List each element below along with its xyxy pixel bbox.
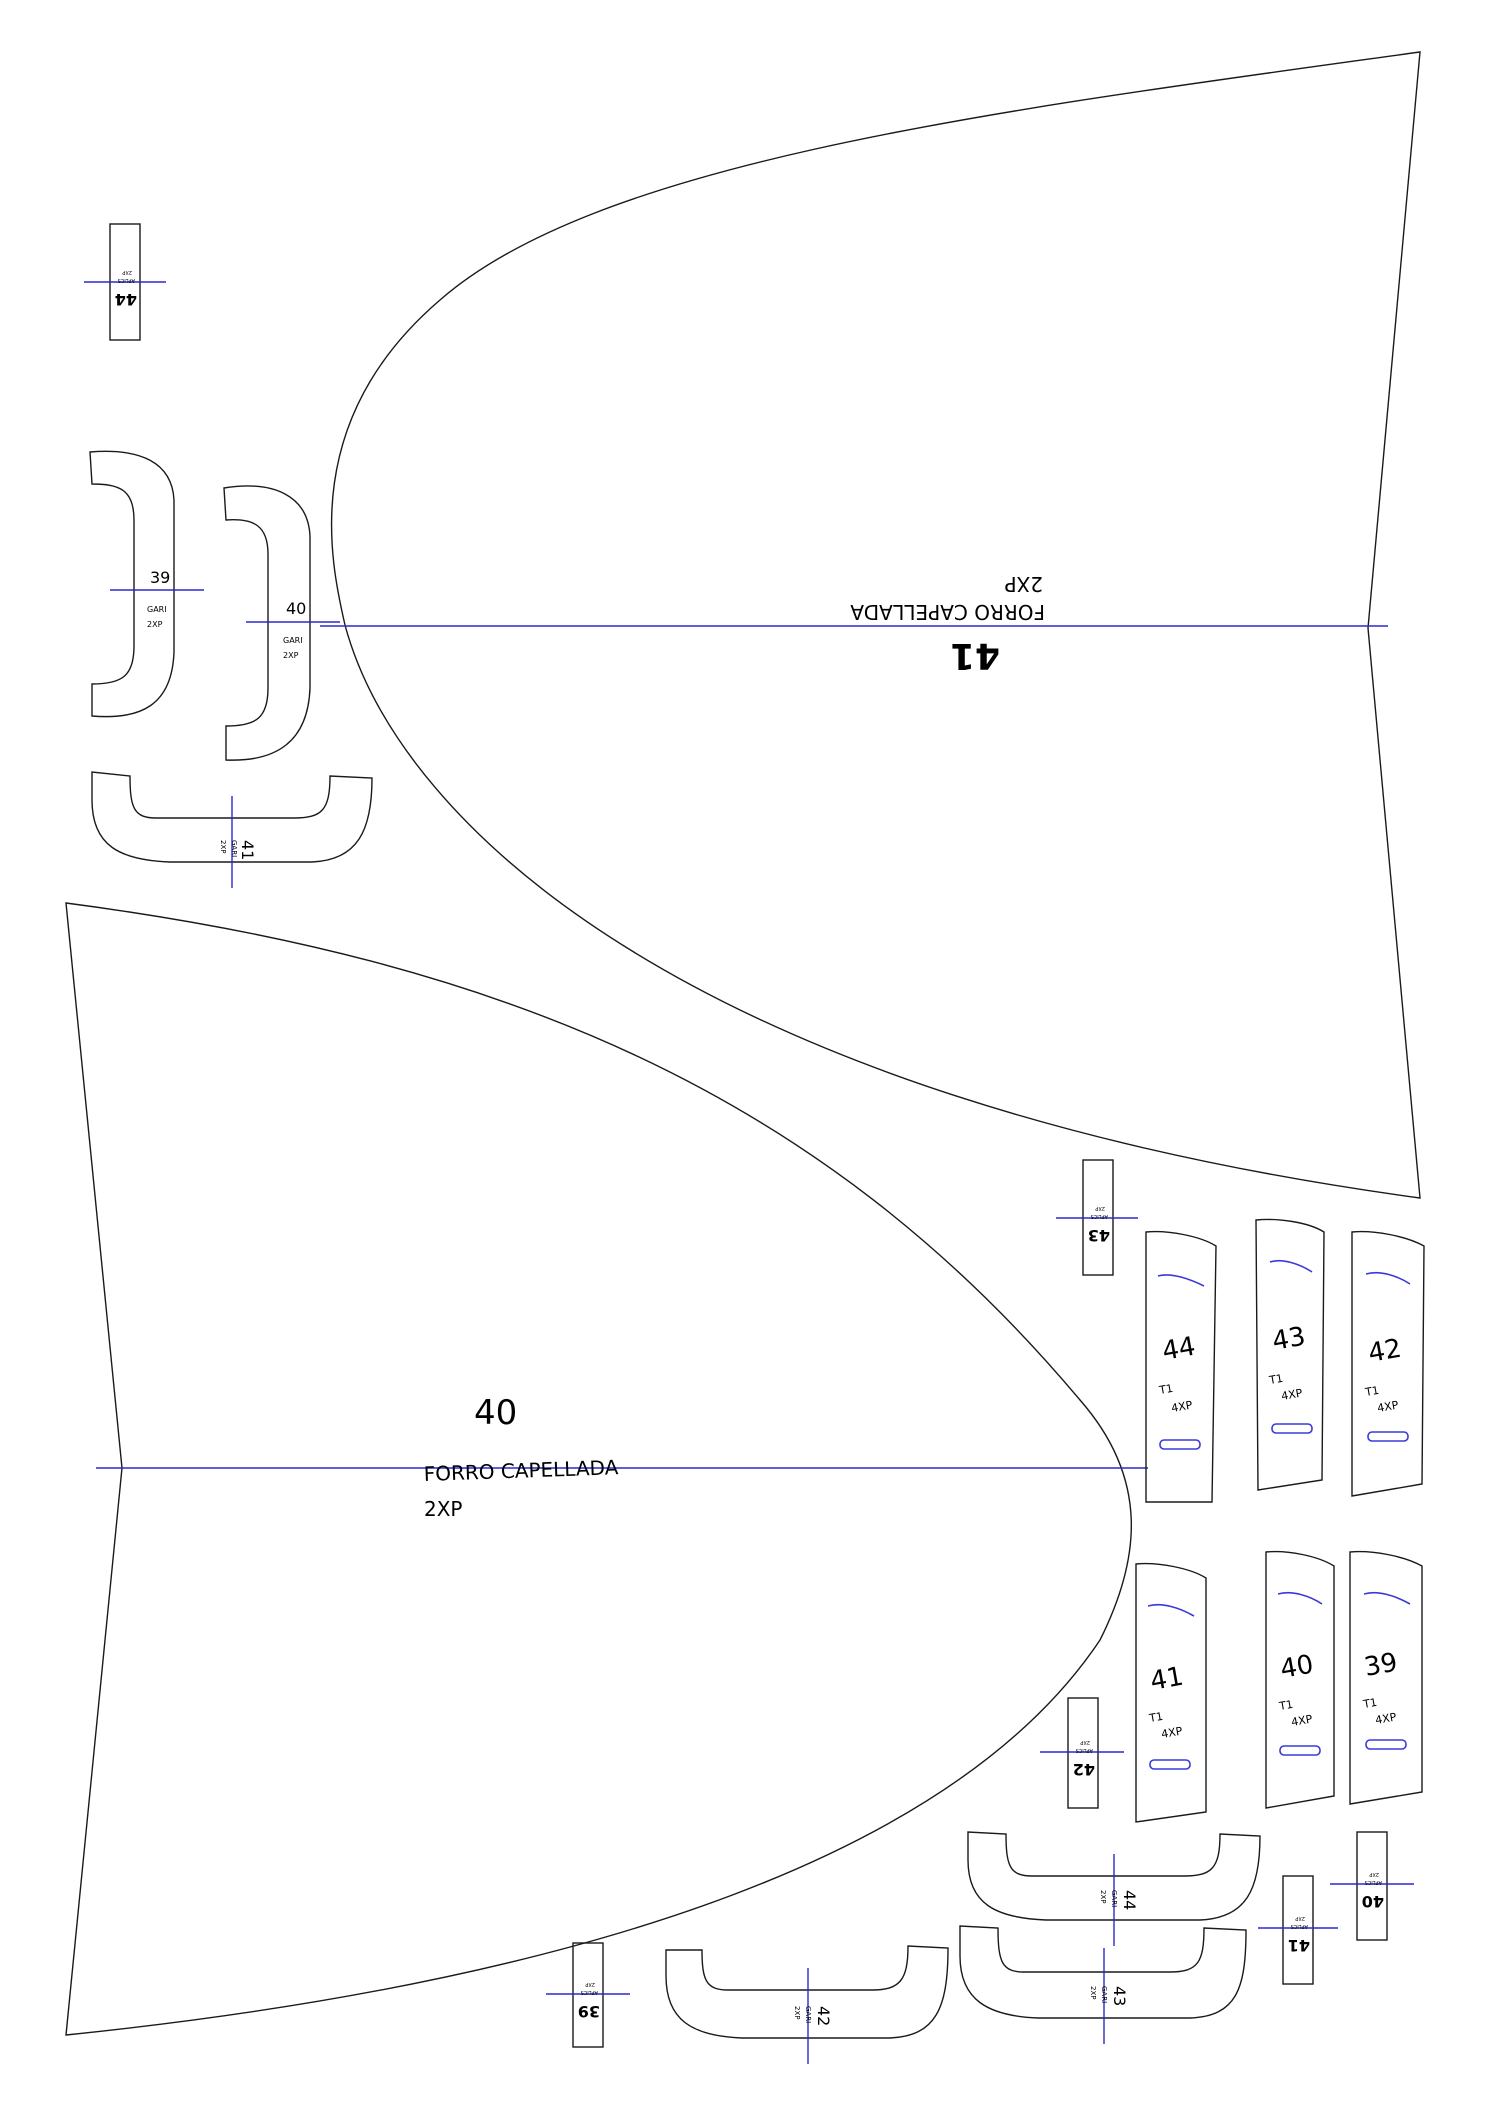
- piece-size-label: 44: [1160, 1332, 1198, 1367]
- piece-size-label: 40: [286, 599, 306, 618]
- piece-name-label: GARI: [1100, 1986, 1108, 2003]
- piece-size-label: 43: [1110, 1986, 1129, 2006]
- gari-piece-39: 39 GARI 2XP: [89, 450, 204, 718]
- piece-qty-label: 2XP: [1080, 1739, 1090, 1745]
- aplics-piece-41: 41 APLICS 2XP: [1258, 1875, 1338, 1985]
- piece-qty-label: 2XP: [585, 1981, 595, 1987]
- piece-size-label: 41: [1288, 1936, 1310, 1955]
- piece-qty-label: 4XP: [1374, 1710, 1397, 1727]
- piece-name-label: APLICS: [118, 277, 135, 283]
- gari-piece-40: 40 GARI 2XP: [223, 485, 340, 761]
- piece-qty-label: 2XP: [147, 620, 163, 629]
- piece-size-label: 44: [115, 290, 137, 309]
- gari-piece-43: 43 GARI 2XP: [959, 1925, 1247, 2044]
- piece-qty-label: 2XP: [424, 1497, 463, 1521]
- piece-name-label: FORRO CAPELLADA: [423, 1455, 619, 1486]
- piece-name-label: APLICS: [1076, 1747, 1093, 1753]
- piece-name-label: T1: [1363, 1384, 1380, 1399]
- piece-size-label: 39: [1362, 1648, 1400, 1683]
- piece-size-label: 40: [474, 1393, 517, 1433]
- piece-name-label: T1: [1267, 1372, 1284, 1387]
- piece-size-label: 42: [814, 2006, 833, 2026]
- piece-name-label: APLICS: [1365, 1879, 1382, 1885]
- piece-name-label: GARI: [283, 636, 303, 645]
- piece-qty-label: 4XP: [1160, 1724, 1183, 1741]
- piece-qty-label: 4XP: [1290, 1712, 1313, 1729]
- t1-piece-43: 43 T1 4XP: [1255, 1218, 1325, 1491]
- piece-qty-label: 2XP: [1005, 572, 1044, 596]
- piece-size-label: 41: [1148, 1662, 1186, 1697]
- piece-name-label: APLICS: [1291, 1923, 1308, 1929]
- piece-size-label: 42: [1073, 1760, 1095, 1779]
- piece-name-label: T1: [1277, 1698, 1294, 1713]
- piece-qty-label: 2XP: [1099, 1890, 1107, 1903]
- piece-qty-label: 4XP: [1280, 1386, 1303, 1403]
- piece-qty-label: 4XP: [1376, 1398, 1399, 1415]
- t1-piece-40: 40 T1 4XP: [1265, 1550, 1335, 1809]
- piece-size-label: 43: [1088, 1226, 1110, 1245]
- gari-piece-42: 42 GARI 2XP: [665, 1945, 949, 2064]
- aplics-piece-44: 44 APLICS 2XP: [84, 223, 166, 341]
- piece-name-label: T1: [1147, 1710, 1164, 1725]
- piece-qty-label: 2XP: [1089, 1986, 1097, 1999]
- piece-size-label: 39: [150, 568, 170, 587]
- t1-piece-41: 41 T1 4XP: [1135, 1562, 1207, 1823]
- t1-piece-42: 42 T1 4XP: [1351, 1230, 1425, 1497]
- forro-capellada-piece-41: 41 FORRO CAPELLADA 2XP: [320, 51, 1421, 1199]
- gari-piece-44: 44 GARI 2XP: [967, 1831, 1261, 1946]
- piece-size-label: 40: [1362, 1892, 1384, 1911]
- aplics-piece-39: 39 APLICS 2XP: [546, 1942, 630, 2048]
- piece-name-label: GARI: [804, 2006, 812, 2023]
- piece-size-label: 41: [950, 635, 1000, 676]
- aplics-piece-42: 42 APLICS 2XP: [1040, 1697, 1124, 1809]
- piece-name-label: APLICS: [581, 1989, 598, 1995]
- forro-capellada-piece-40: 40 FORRO CAPELLADA 2XP: [65, 902, 1148, 2036]
- piece-name-label: T1: [1361, 1696, 1378, 1711]
- t1-piece-39: 39 T1 4XP: [1349, 1550, 1423, 1805]
- piece-name-label: T1: [1157, 1382, 1174, 1397]
- piece-size-label: 43: [1270, 1322, 1308, 1357]
- piece-name-label: FORRO CAPELLADA: [850, 600, 1045, 624]
- gari-piece-41: 41 GARI 2XP: [91, 771, 373, 888]
- piece-name-label: APLICS: [1091, 1213, 1108, 1219]
- piece-size-label: 42: [1366, 1334, 1404, 1369]
- piece-size-label: 41: [238, 840, 257, 860]
- piece-name-label: GARI: [147, 605, 167, 614]
- t1-piece-44: 44 T1 4XP: [1145, 1230, 1217, 1503]
- aplics-piece-40: 40 APLICS 2XP: [1330, 1831, 1414, 1941]
- piece-qty-label: 2XP: [219, 840, 227, 853]
- piece-size-label: 40: [1278, 1650, 1316, 1685]
- piece-qty-label: 2XP: [1095, 1205, 1105, 1211]
- piece-size-label: 39: [578, 2002, 600, 2021]
- piece-qty-label: 2XP: [793, 2006, 801, 2019]
- piece-qty-label: 2XP: [283, 651, 299, 660]
- piece-size-label: 44: [1120, 1890, 1139, 1910]
- piece-qty-label: 2XP: [1295, 1915, 1305, 1921]
- aplics-piece-43: 43 APLICS 2XP: [1056, 1159, 1138, 1276]
- piece-name-label: GARI: [1110, 1890, 1118, 1907]
- piece-qty-label: 2XP: [1369, 1871, 1379, 1877]
- piece-qty-label: 4XP: [1170, 1398, 1193, 1415]
- piece-qty-label: 2XP: [122, 269, 132, 275]
- piece-name-label: GARI: [230, 840, 238, 857]
